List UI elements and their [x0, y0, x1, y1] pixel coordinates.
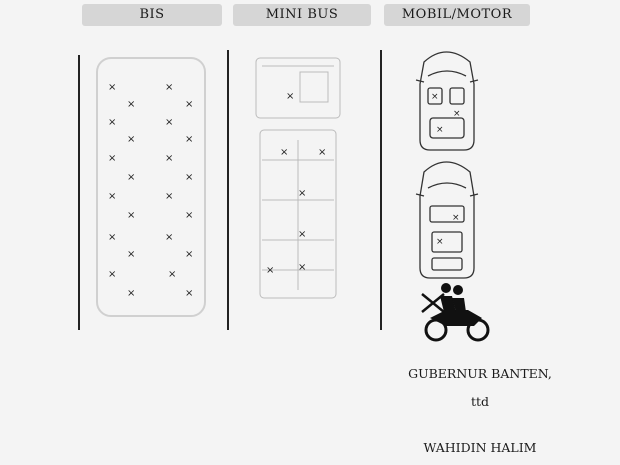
svg-text:×: × [165, 232, 173, 243]
svg-text:×: × [168, 269, 176, 280]
svg-text:×: × [127, 288, 135, 299]
svg-text:×: × [108, 82, 116, 93]
svg-text:×: × [185, 249, 193, 260]
signature-name: WAHIDIN HALIM [423, 440, 537, 455]
svg-text:×: × [298, 188, 306, 199]
svg-text:×: × [318, 147, 326, 158]
svg-text:×: × [266, 265, 274, 276]
car2-seat-marks: ×× [436, 213, 460, 247]
svg-text:×: × [127, 99, 135, 110]
header-minibus: MINI BUS [233, 4, 371, 26]
svg-text:×: × [165, 153, 173, 164]
separator-mid-left [227, 50, 229, 330]
minibus-seat-marks: × × × × × × × [266, 91, 326, 276]
separator-left [78, 55, 80, 330]
svg-text:×: × [108, 153, 116, 164]
motorcycle-icon [421, 283, 490, 342]
svg-text:×: × [108, 232, 116, 243]
svg-text:×: × [185, 172, 193, 183]
bus-seat-marks: × × × × × × × × × × × × × × × × × × × × × × × × [108, 82, 193, 299]
svg-text:×: × [185, 288, 193, 299]
svg-text:×: × [127, 249, 135, 260]
signature-title: GUBERNUR BANTEN, [408, 366, 552, 381]
svg-text:×: × [298, 229, 306, 240]
svg-text:×: × [436, 237, 444, 247]
svg-text:×: × [185, 134, 193, 145]
svg-text:×: × [127, 210, 135, 221]
svg-text:×: × [298, 262, 306, 273]
car1-seat-marks: × × × [431, 92, 461, 135]
svg-text:×: × [280, 147, 288, 158]
svg-text:×: × [165, 117, 173, 128]
separator-mid-right [380, 50, 382, 330]
car2-seating-diagram [415, 161, 479, 279]
car-seating-diagram [415, 51, 479, 151]
bus-seating-diagram [96, 57, 206, 317]
signature-ttd: ttd [470, 394, 490, 409]
header-bis: BIS [82, 4, 222, 26]
svg-text:×: × [185, 210, 193, 221]
svg-text:×: × [431, 92, 439, 102]
minibus-seating-diagram [255, 57, 341, 299]
svg-text:×: × [108, 269, 116, 280]
svg-text:×: × [286, 91, 294, 102]
svg-text:×: × [127, 172, 135, 183]
header-mobil-motor: MOBIL/MOTOR [384, 4, 530, 26]
svg-text:×: × [165, 82, 173, 93]
svg-text:×: × [108, 191, 116, 202]
svg-text:×: × [165, 191, 173, 202]
svg-text:×: × [436, 125, 444, 135]
svg-text:×: × [127, 134, 135, 145]
svg-text:×: × [453, 109, 461, 119]
svg-text:×: × [185, 99, 193, 110]
svg-text:×: × [452, 213, 460, 223]
svg-text:×: × [108, 117, 116, 128]
